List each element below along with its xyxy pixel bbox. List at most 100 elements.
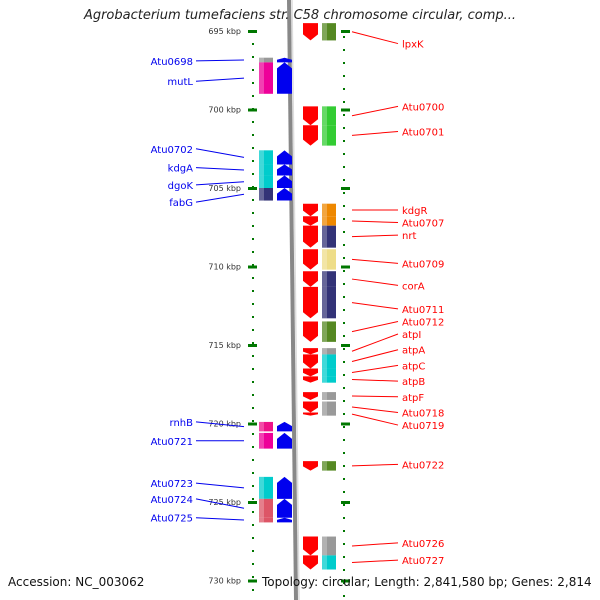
leader-line (195, 421, 245, 428)
leader-line (195, 77, 245, 82)
track-dot (343, 140, 345, 142)
cog-box-shine (322, 106, 327, 126)
track-dot (343, 504, 345, 506)
cog-box-shine (322, 216, 327, 226)
leader-line (351, 333, 399, 352)
leader-line (351, 395, 399, 398)
track-dot (252, 498, 254, 500)
gene-label: Atu0702 (151, 145, 193, 156)
track-dot (252, 472, 254, 474)
chromosome-line (287, 0, 298, 600)
gene-arrow (303, 412, 318, 416)
leader-line (351, 364, 399, 373)
track-dot (252, 446, 254, 448)
tick-mark (341, 108, 350, 112)
cog-box (259, 175, 273, 188)
tick-label: 730 kbp (208, 577, 241, 586)
tick-mark (248, 344, 257, 347)
cog-box-shine (322, 271, 327, 287)
track-dot (252, 563, 254, 565)
track-dot (252, 56, 254, 58)
tick-mark (341, 187, 350, 190)
gene-label: dgoK (168, 181, 194, 192)
track-dot (343, 244, 345, 246)
cog-box (322, 401, 336, 413)
gene-label: Atu0719 (402, 421, 444, 432)
cog-box-shine (259, 164, 264, 176)
gene-label: Atu0722 (402, 460, 444, 471)
track-dot (252, 342, 254, 344)
track-dot (343, 283, 345, 285)
cog-box-shine (322, 286, 327, 319)
cog-box (259, 517, 273, 523)
track-dot (252, 69, 254, 71)
accession-text: Accession: NC_003062 (8, 575, 145, 589)
leader-line (195, 498, 245, 509)
gene-label: nrt (402, 231, 416, 242)
cog-box (322, 286, 336, 319)
track-dot (252, 134, 254, 136)
cog-box (259, 498, 273, 518)
track-dot (343, 413, 345, 415)
cog-box (322, 461, 336, 471)
track-dot (343, 153, 345, 155)
gene-arrow (303, 348, 318, 355)
track-dot (343, 101, 345, 103)
track-dot (343, 166, 345, 168)
tick-mark (248, 501, 257, 504)
chromosome-highlight (291, 0, 300, 600)
track-dot (343, 517, 345, 519)
cog-box-shine (322, 536, 327, 556)
gene-label: Atu0707 (402, 219, 444, 230)
gene-arrow (277, 62, 292, 94)
track-dot (343, 179, 345, 181)
tick-mark (248, 108, 257, 112)
track-dot (252, 225, 254, 227)
cog-box (259, 57, 273, 63)
track-dot (343, 543, 345, 545)
track-dot (252, 394, 254, 396)
cog-box-shine (259, 175, 264, 188)
cog-box-shine (259, 476, 264, 499)
leader-line (195, 517, 245, 521)
track-dot (252, 485, 254, 487)
cog-box (322, 225, 336, 248)
track-dot (343, 335, 345, 337)
cog-box (322, 106, 336, 126)
cog-box-shine (259, 150, 264, 165)
track-dot (343, 192, 345, 194)
track-dot (343, 582, 345, 584)
cog-box (322, 412, 336, 416)
track-dot (343, 491, 345, 493)
cog-box (259, 150, 273, 165)
leader-line (195, 167, 245, 171)
track-dot (343, 218, 345, 220)
gene-label: corA (402, 281, 425, 292)
gene-arrow (277, 175, 292, 188)
leader-line (351, 379, 399, 382)
gene-arrow (303, 376, 318, 383)
gene-arrow (303, 354, 318, 369)
cog-box-shine (322, 321, 327, 342)
gene-arrow (303, 392, 318, 400)
tick-mark (341, 579, 350, 583)
track-dot (252, 147, 254, 149)
cog-box-shine (322, 249, 327, 270)
gene-label: atpA (402, 346, 425, 357)
track-dot (343, 62, 345, 64)
tick-label: 695 kbp (208, 27, 241, 36)
cog-box-shine (322, 412, 327, 416)
gene-label: atpF (402, 393, 424, 404)
tick-label: 705 kbp (208, 184, 241, 193)
cog-box-shine (322, 376, 327, 383)
gene-label: kdgA (168, 164, 193, 175)
cog-box (322, 536, 336, 556)
gene-arrow (277, 57, 292, 63)
gene-arrow (277, 476, 292, 499)
track-dot (252, 173, 254, 175)
track-dot (252, 576, 254, 578)
track-dot (252, 459, 254, 461)
track-dot (252, 511, 254, 513)
gene-arrow (303, 216, 318, 226)
track-dot (343, 231, 345, 233)
